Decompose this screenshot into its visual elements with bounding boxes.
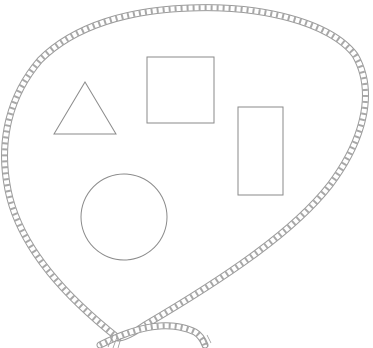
square-shape: [147, 57, 214, 123]
triangle-shape: [54, 82, 116, 134]
rectangle-shape: [238, 107, 283, 195]
circle-shape: [81, 174, 167, 260]
